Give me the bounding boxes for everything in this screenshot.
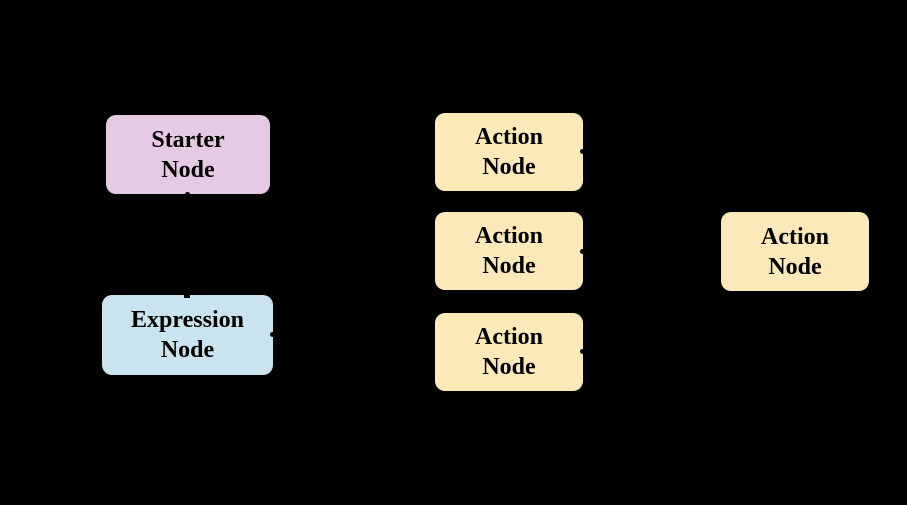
action-node-2: Action Node [435,212,583,290]
action-node-4-label-line-2: Node [768,253,822,280]
expression-node-label-line-2: Node [160,337,215,363]
action-node-4-label-line-1: Action [761,223,829,250]
expression-node: Expression Node [102,295,273,375]
action-node-3-label-line-2: Node [482,354,536,380]
starter-node: Starter Node [106,115,270,194]
action-node-3: Action Node [435,313,583,391]
action-node-1: Action Node [435,113,583,191]
connector-dot-action-3-output [580,349,585,354]
connector-dot-action-2-output [580,249,585,254]
arrowhead-tip-expression-input [184,295,190,298]
connector-dot-starter-output [185,192,190,197]
action-node-2-label-line-2: Node [482,253,536,279]
connector-dot-action-1-output [580,149,585,154]
connector-dot-expression-output [270,332,275,337]
starter-node-label-line-2: Node [161,156,215,183]
action-node-2-label-line-1: Action [475,223,543,249]
expression-node-label-line-1: Expression [131,307,244,333]
action-node-4: Action Node [721,212,869,291]
action-node-1-label-line-1: Action [475,124,543,150]
starter-node-label-line-1: Starter [151,126,225,153]
action-node-1-label-line-2: Node [482,154,536,180]
action-node-3-label-line-1: Action [475,324,543,350]
